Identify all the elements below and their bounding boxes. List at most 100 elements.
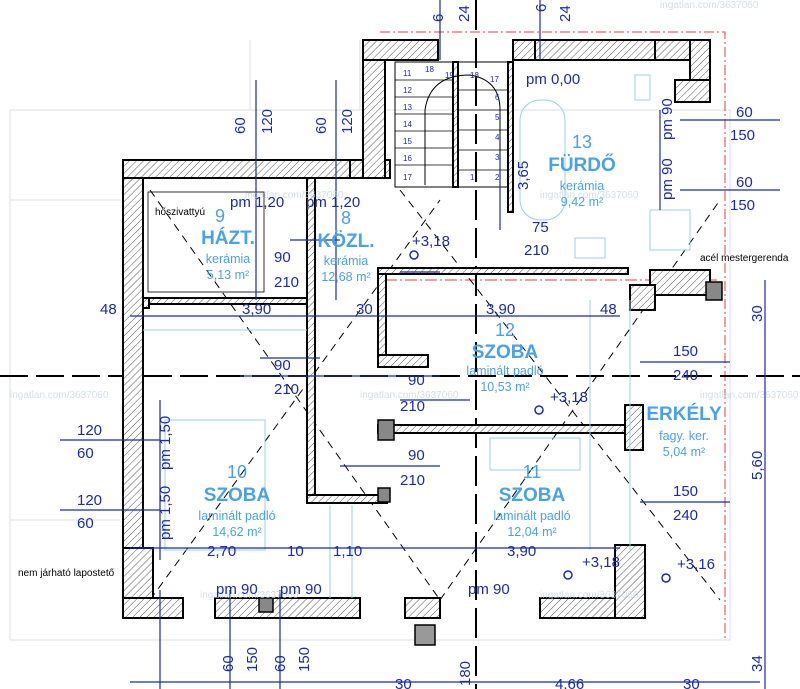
balcony-area: 5,04 m² bbox=[663, 445, 705, 459]
level-3: +3,18 bbox=[582, 554, 620, 571]
fixtures bbox=[143, 74, 691, 598]
room-10-floor: laminált padló bbox=[198, 509, 275, 523]
dim-150a: 150 bbox=[673, 343, 698, 360]
dim-b60b: 60 bbox=[272, 655, 289, 672]
dim-75: 75 bbox=[532, 219, 549, 236]
stair-step-3: 3 bbox=[495, 153, 500, 162]
dim-pm120a: pm 1,20 bbox=[230, 194, 284, 211]
watermark-8: ingatlan.com/3637060 bbox=[660, 0, 759, 11]
dim-270: 2,70 bbox=[207, 543, 236, 560]
dim-pm90e: pm 90 bbox=[468, 581, 510, 598]
room-10-name: SZOBA bbox=[204, 485, 271, 506]
flat-roof-note: nem járható lapostető bbox=[18, 568, 115, 579]
dim-365: 3,65 bbox=[515, 161, 532, 190]
balcony-floor: fagy. ker. bbox=[659, 429, 709, 443]
dim-v120b: 120 bbox=[339, 109, 356, 134]
dim-b150a: 150 bbox=[244, 647, 261, 672]
room-12-name: SZOBA bbox=[472, 342, 539, 363]
dim-390a: 3,90 bbox=[242, 301, 271, 318]
watermark-2: ingatlan.com/3637060 bbox=[540, 190, 639, 201]
room-9-area: 5,13 m² bbox=[207, 268, 249, 282]
dim-l120a: 120 bbox=[77, 422, 102, 439]
stair-step-c: 18 bbox=[470, 71, 479, 80]
dim-pm90a: pm 90 bbox=[659, 98, 676, 140]
room-12: 12 SZOBA laminált padló 10,53 m² bbox=[466, 320, 543, 394]
dim-150b: 150 bbox=[673, 483, 698, 500]
room-13-number: 13 bbox=[572, 132, 592, 152]
watermark-1: ingatlan.com/3637060 bbox=[245, 190, 344, 201]
dim-b30: 30 bbox=[395, 676, 412, 689]
stair-step-1: 1 bbox=[470, 173, 475, 182]
level-1: +3,18 bbox=[412, 233, 450, 250]
dim-l60b: 60 bbox=[77, 515, 94, 532]
stair-step-a: 18 bbox=[425, 65, 434, 74]
room-13-floor: kerámia bbox=[560, 179, 605, 193]
dim-30r: 30 bbox=[749, 305, 766, 322]
watermark-5: ingatlan.com/3637060 bbox=[700, 390, 799, 401]
dim-pm150b: pm 1,50 bbox=[157, 486, 174, 540]
room-11-name: SZOBA bbox=[499, 485, 566, 506]
balcony-name: ERKÉLY bbox=[646, 403, 722, 425]
room-12-floor: laminált padló bbox=[466, 364, 543, 378]
dim-48b: 48 bbox=[600, 301, 617, 318]
room-9-floor: kerámia bbox=[206, 252, 251, 266]
stair-step-d: 17 bbox=[490, 75, 499, 84]
dim-l60a: 60 bbox=[77, 445, 94, 462]
dim-210a: 210 bbox=[274, 274, 299, 291]
dim-pm120b: pm 1,20 bbox=[306, 194, 360, 211]
room-10-number: 10 bbox=[227, 462, 247, 482]
dim-90d: 90 bbox=[408, 447, 425, 464]
room-8-floor: kerámia bbox=[324, 254, 369, 268]
dim-r60b: 60 bbox=[736, 174, 753, 191]
room-8-area: 12,68 m² bbox=[321, 270, 370, 284]
stair-step-16: 16 bbox=[403, 154, 412, 163]
room-10-area: 14,62 m² bbox=[212, 525, 261, 539]
dim-90c: 90 bbox=[408, 372, 425, 389]
room-12-number: 12 bbox=[495, 320, 515, 340]
stair-step-11: 11 bbox=[403, 69, 412, 78]
dim-pm90c: pm 90 bbox=[216, 581, 258, 598]
dim-top-6b: 6 bbox=[533, 4, 550, 12]
dim-110: 1,10 bbox=[333, 543, 362, 560]
dim-48a: 48 bbox=[100, 301, 117, 318]
dim-top-24b: 24 bbox=[557, 5, 574, 22]
dim-pm-top: pm 0,00 bbox=[526, 71, 580, 88]
roof-edge-line bbox=[380, 31, 726, 640]
room-11: 11 SZOBA laminált padló 12,04 m² bbox=[493, 462, 570, 539]
dim-210e: 210 bbox=[524, 242, 549, 259]
dim-210b: 210 bbox=[274, 381, 299, 398]
dim-b466: 4,66 bbox=[555, 676, 584, 689]
dim-top-6a: 6 bbox=[430, 14, 447, 22]
room-10: 10 SZOBA laminált padló 14,62 m² bbox=[198, 462, 275, 539]
dimension-labels: 6 24 6 24 pm 0,00 60 120 60 120 pm 1,20 … bbox=[77, 4, 766, 689]
stair-step-17: 17 bbox=[403, 173, 412, 182]
dim-90a: 90 bbox=[274, 249, 291, 266]
staircase: 11 12 13 14 15 16 17 18 19 18 17 6 5 4 3… bbox=[394, 61, 509, 188]
dim-240b: 240 bbox=[673, 507, 698, 524]
room-9-name: HÁZT. bbox=[201, 227, 255, 249]
dim-210d: 210 bbox=[400, 472, 425, 489]
roof-diagonals bbox=[149, 189, 721, 601]
dim-b150b: 150 bbox=[296, 647, 313, 672]
stair-step-14: 14 bbox=[403, 120, 412, 129]
dim-top-24a: 24 bbox=[456, 5, 473, 22]
steel-beam-note: acél mestergerenda bbox=[700, 253, 789, 264]
room-13-area: 9,42 m² bbox=[561, 195, 603, 209]
dim-210c: 210 bbox=[400, 398, 425, 415]
walls bbox=[122, 39, 723, 646]
dim-pm90d: pm 90 bbox=[280, 581, 322, 598]
watermark-3: ingatlan.com/3637060 bbox=[10, 390, 109, 401]
level-markers: +3,18 +3,18 +3,18 +3,16 bbox=[409, 233, 715, 583]
dim-pm150a: pm 1,50 bbox=[157, 416, 174, 470]
dim-b180: 180 bbox=[457, 661, 474, 686]
dim-90b: 90 bbox=[274, 357, 291, 374]
stair-step-b: 19 bbox=[445, 71, 454, 80]
level-2: +3,18 bbox=[550, 389, 588, 406]
room-9-number: 9 bbox=[215, 206, 225, 226]
room-balcony: ERKÉLY fagy. ker. 5,04 m² bbox=[646, 403, 722, 459]
watermarks: ingatlan.com/3637060 ingatlan.com/363706… bbox=[10, 0, 799, 601]
watermark-6: ingatlan.com/3637060 bbox=[200, 590, 299, 601]
watermark-7: ingatlan.com/3637060 bbox=[540, 590, 639, 601]
dim-b30b: 30 bbox=[683, 676, 700, 689]
